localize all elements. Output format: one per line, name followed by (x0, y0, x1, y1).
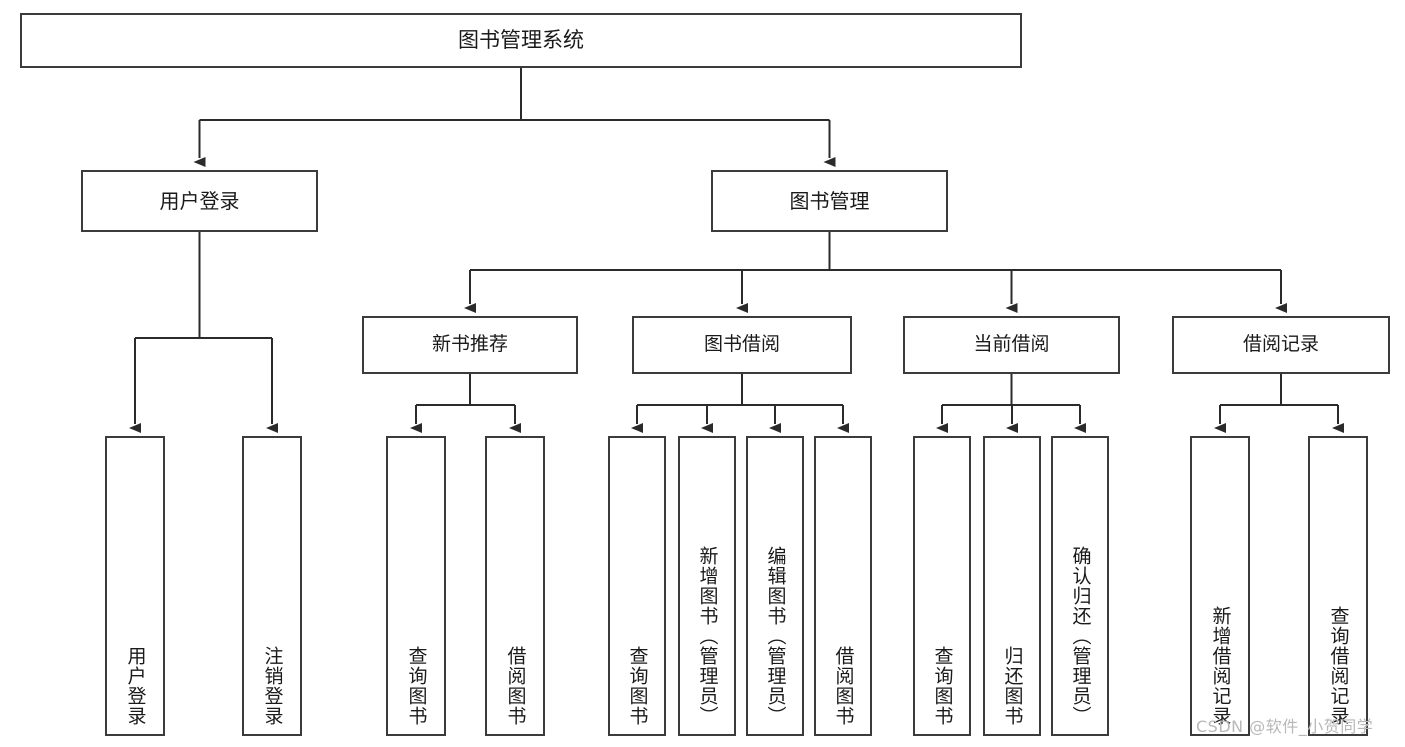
node-label: 用户登录 (159, 188, 240, 213)
node-l3-borrow[interactable]: 图书借阅 (632, 316, 852, 374)
node-leaf-4[interactable]: 借阅图书 (485, 436, 545, 736)
node-label: 新书推荐 (431, 333, 508, 356)
node-label: 图书管理系统 (458, 28, 584, 53)
node-label: 借阅图书 (832, 646, 855, 726)
node-label: 用户登录 (124, 646, 147, 726)
node-l3-newbook[interactable]: 新书推荐 (362, 316, 578, 374)
node-leaf-11[interactable]: 确认归还（管理员） (1051, 436, 1109, 736)
node-label: 新增借阅记录 (1209, 606, 1232, 726)
node-leaf-2[interactable]: 注销登录 (242, 436, 302, 736)
node-leaf-6[interactable]: 新增图书（管理员） (678, 436, 736, 736)
node-label: 注销登录 (261, 646, 284, 726)
node-leaf-10[interactable]: 归还图书 (983, 436, 1041, 736)
node-label: 查询图书 (931, 646, 954, 726)
node-l3-record[interactable]: 借阅记录 (1172, 316, 1390, 374)
node-label: 归还图书 (1001, 646, 1024, 726)
node-l2-login[interactable]: 用户登录 (81, 170, 318, 232)
node-leaf-5[interactable]: 查询图书 (608, 436, 666, 736)
node-label: 图书借阅 (703, 333, 780, 356)
node-leaf-12[interactable]: 新增借阅记录 (1190, 436, 1250, 736)
node-label: 借阅记录 (1242, 333, 1319, 356)
node-leaf-1[interactable]: 用户登录 (105, 436, 165, 736)
node-l2-books[interactable]: 图书管理 (711, 170, 948, 232)
node-label: 图书管理 (789, 188, 870, 213)
node-label: 借阅图书 (504, 646, 527, 726)
node-root[interactable]: 图书管理系统 (20, 13, 1022, 68)
node-leaf-9[interactable]: 查询图书 (913, 436, 971, 736)
node-leaf-3[interactable]: 查询图书 (386, 436, 446, 736)
node-label: 当前借阅 (973, 333, 1050, 356)
node-label: 新增图书（管理员） (696, 546, 719, 726)
node-label: 编辑图书（管理员） (764, 546, 787, 726)
node-label: 查询借阅记录 (1327, 606, 1350, 726)
node-leaf-13[interactable]: 查询借阅记录 (1308, 436, 1368, 736)
node-leaf-8[interactable]: 借阅图书 (814, 436, 872, 736)
node-leaf-7[interactable]: 编辑图书（管理员） (746, 436, 804, 736)
node-label: 查询图书 (405, 646, 428, 726)
node-l3-current[interactable]: 当前借阅 (903, 316, 1120, 374)
node-label: 查询图书 (626, 646, 649, 726)
node-label: 确认归还（管理员） (1069, 546, 1092, 726)
